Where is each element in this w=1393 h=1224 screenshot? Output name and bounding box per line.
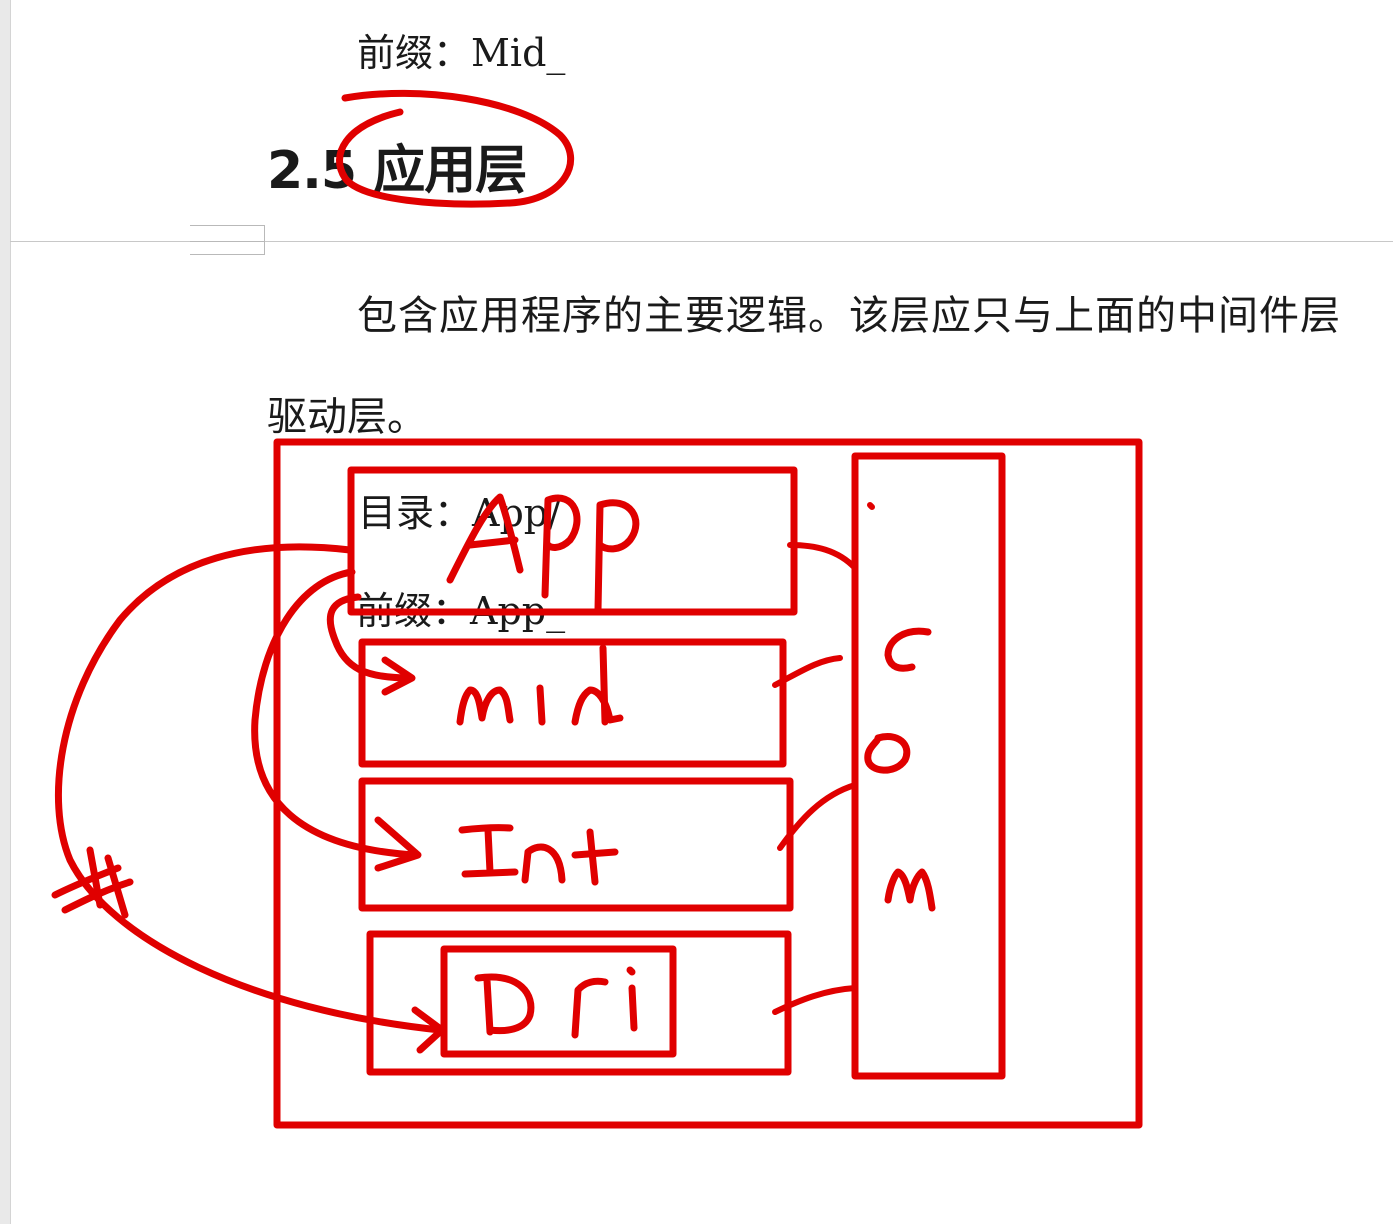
handwritten-int-label: [458, 824, 619, 886]
arrow-app-to-dri-ink: [54, 543, 444, 1034]
section-heading: 2.5 应用层: [267, 141, 527, 201]
page-break-line: [10, 241, 1393, 242]
connector-app-com-ink: [787, 542, 858, 571]
handwritten-app-label: [446, 493, 640, 614]
paragraph-line-2: 驱动层。: [267, 394, 427, 440]
arrow-app-to-min-ink: [326, 593, 414, 682]
directory-line: 目录：App/: [358, 491, 561, 535]
paragraph-line-1: 包含应用程序的主要逻辑。该层应只与上面的中间件层: [357, 293, 1341, 339]
arrow-app-to-int-ink: [251, 568, 419, 859]
connector-dri-com-ink: [772, 985, 858, 1015]
heading-circle-ink: [336, 89, 574, 208]
handwritten-com-label: [864, 627, 936, 912]
connector-int-com-ink: [777, 782, 858, 851]
arrow-app-to-min-head-ink: [381, 656, 416, 696]
com-box-ink: [851, 452, 1006, 1080]
prefix-line: 前缀：Mid_: [357, 31, 566, 75]
margin-marker: [190, 225, 265, 255]
com-dot-ink: [867, 502, 875, 510]
handwritten-dri-label: [474, 966, 638, 1039]
cross-out-mark-ink: [51, 846, 134, 919]
arrow-app-to-dri-head-ink: [411, 1006, 446, 1054]
outer-box-ink: [273, 438, 1143, 1129]
dri-inner-box-ink: [440, 945, 677, 1058]
arrow-app-to-int-head-ink: [374, 816, 422, 872]
app-box-ink: [347, 466, 798, 616]
page-gutter: [0, 0, 11, 1224]
connector-min-com-ink: [772, 655, 843, 688]
min-box-ink: [358, 638, 787, 768]
handwritten-min-label: [456, 644, 624, 726]
int-box-ink: [358, 777, 794, 912]
